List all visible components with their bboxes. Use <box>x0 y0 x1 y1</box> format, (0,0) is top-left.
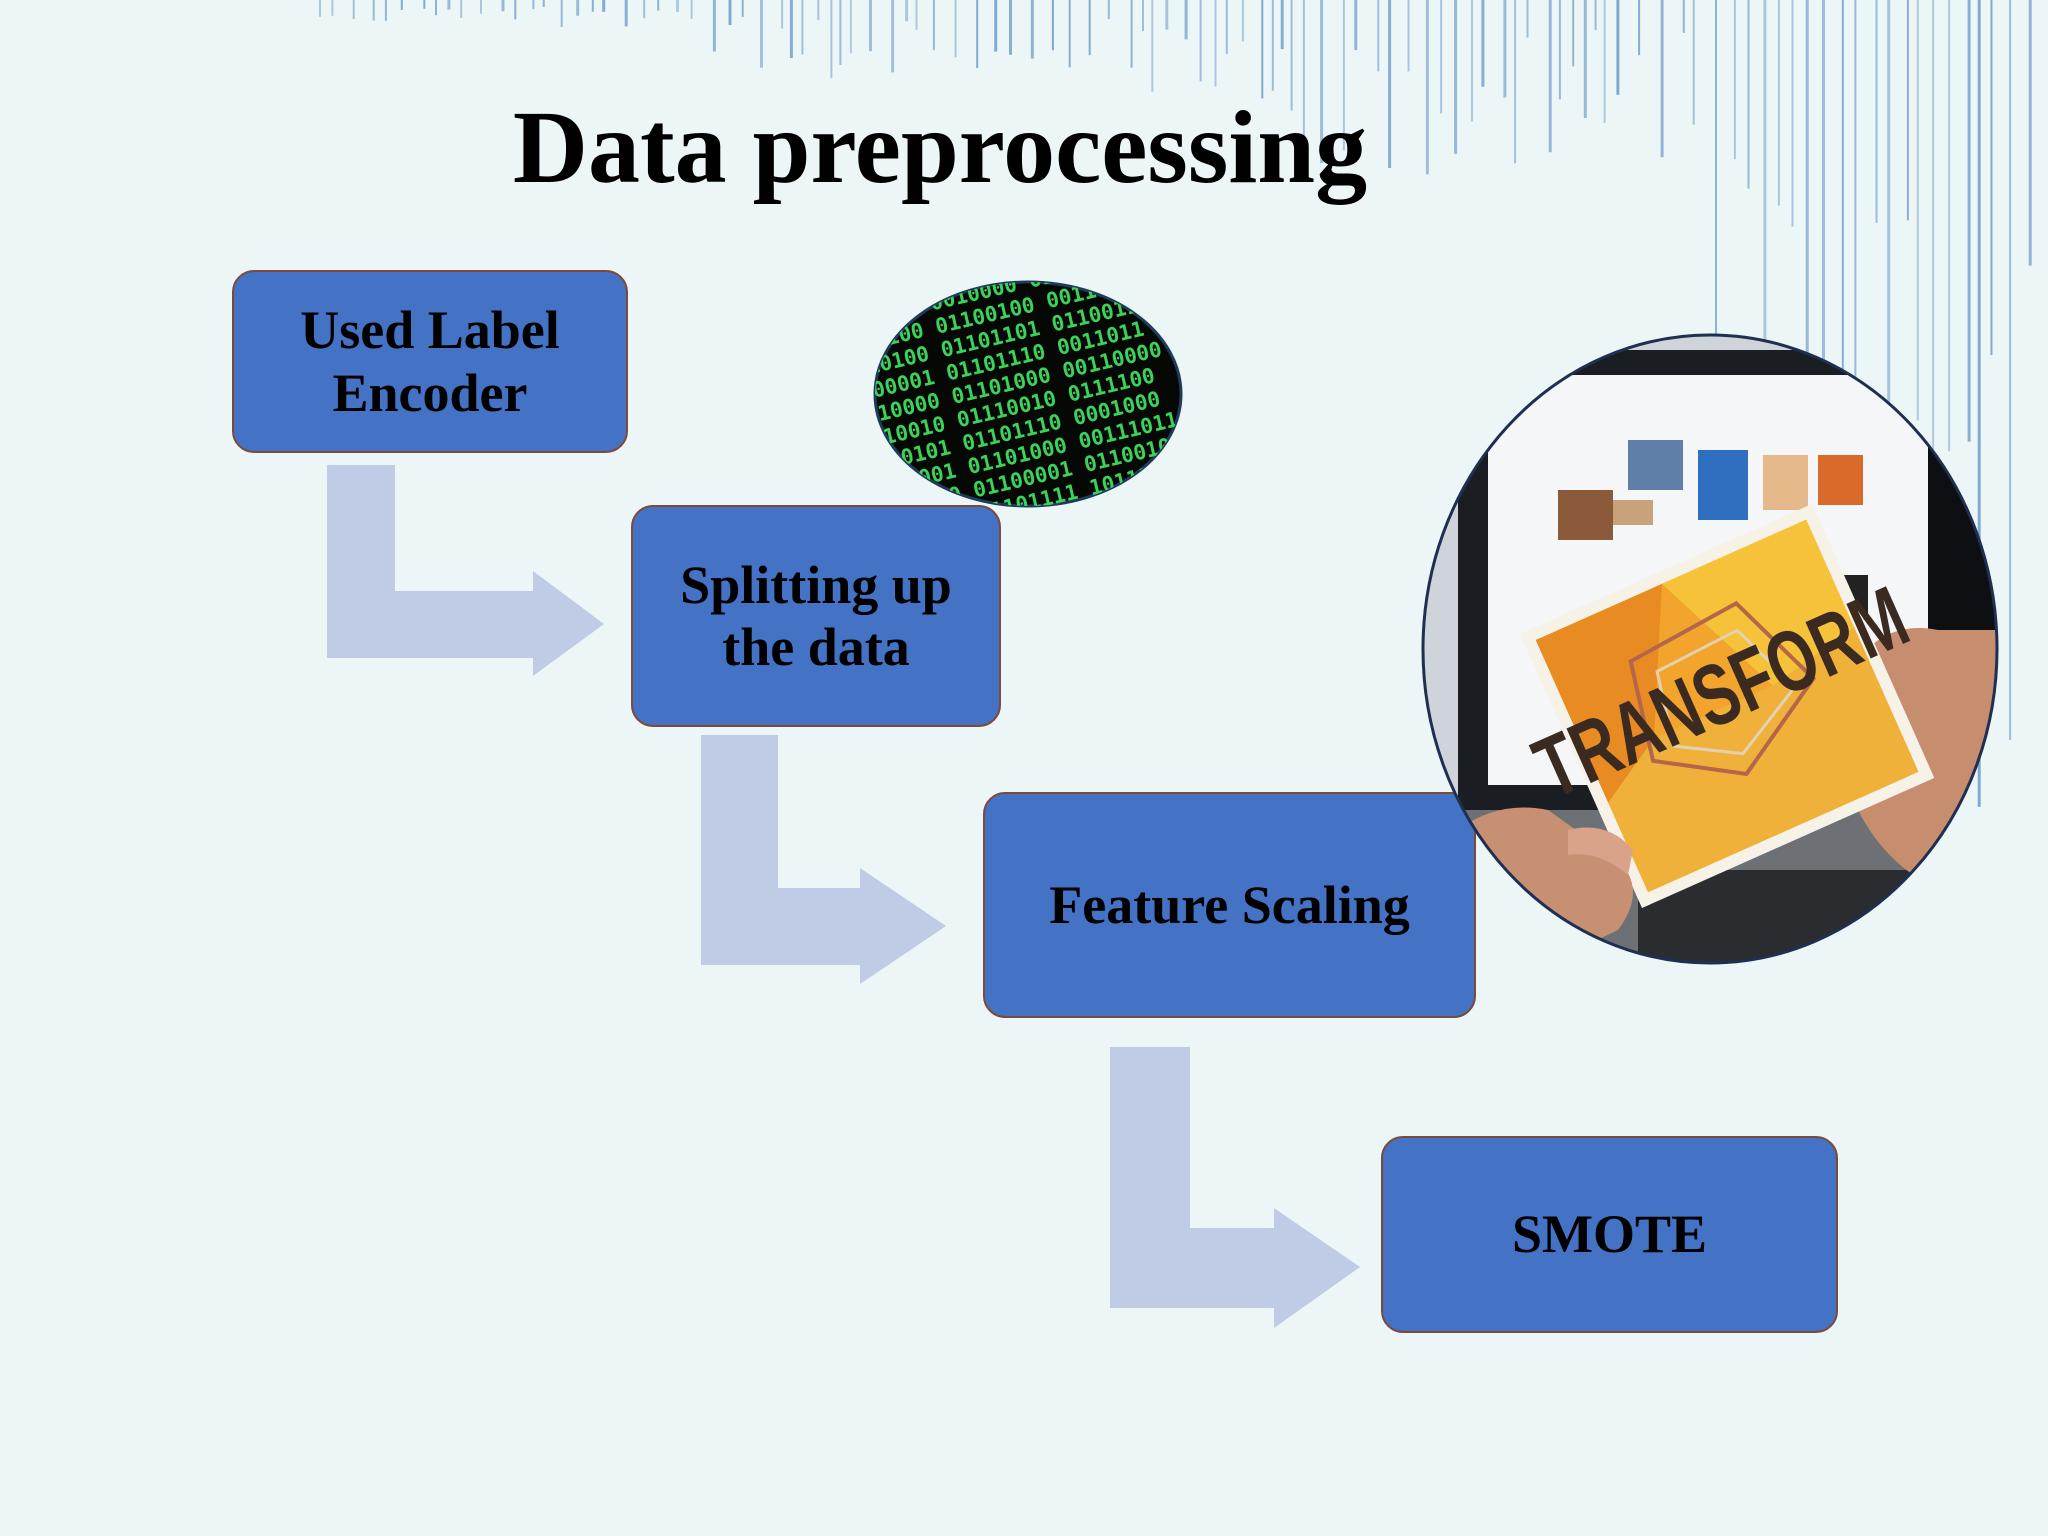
step-label: Feature Scaling <box>1049 874 1410 935</box>
step-label: Used Label Encoder <box>300 300 560 423</box>
step-box-feature-scaling: Feature Scaling <box>983 792 1476 1018</box>
step-box-label-encoder: Used Label Encoder <box>232 270 628 453</box>
step-label: SMOTE <box>1511 1204 1708 1265</box>
slide-title: Data preprocessing <box>512 90 1368 205</box>
step-label: Splitting up the data <box>680 554 952 677</box>
step-box-smote: SMOTE <box>1381 1136 1838 1333</box>
transform-photo: TRANSFORM <box>1421 333 1999 965</box>
step-box-splitting-data: Splitting up the data <box>631 505 1001 727</box>
